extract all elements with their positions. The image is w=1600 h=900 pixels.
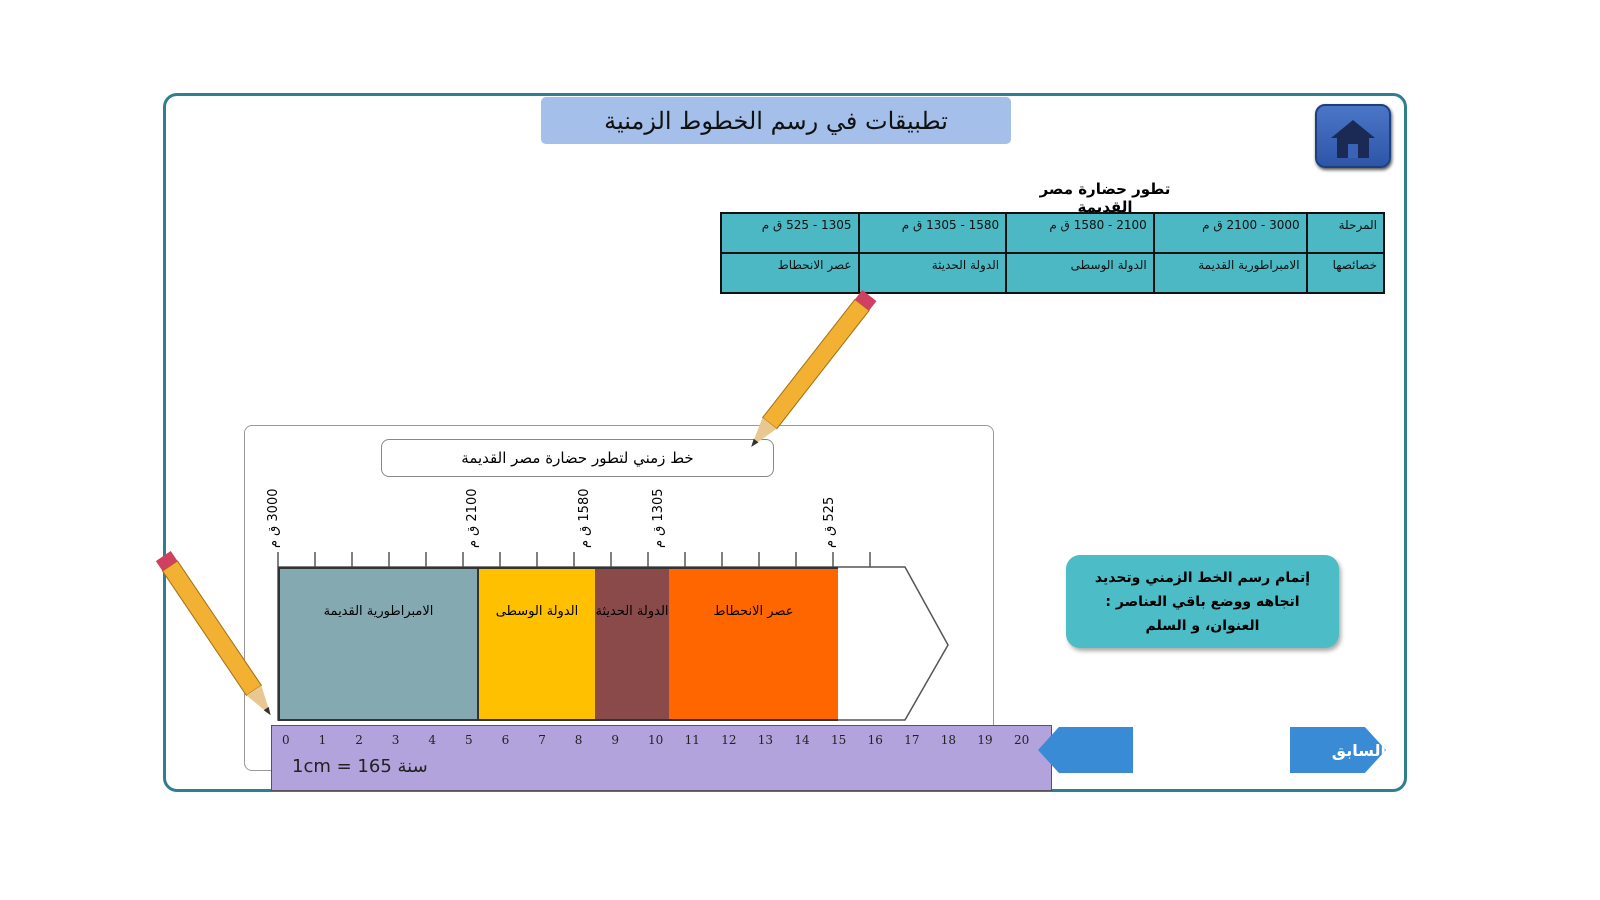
- ruler[interactable]: [271, 725, 1052, 791]
- instruction-note: إتمام رسم الخط الزمني وتحديد اتجاهه ووضع…: [1066, 555, 1339, 648]
- segment-old-kingdom: الامبراطورية القديمة: [278, 567, 477, 721]
- ruler-number: 18: [940, 733, 957, 747]
- ruler-number: 9: [611, 733, 620, 747]
- ruler-number: 8: [574, 733, 583, 747]
- scale-label: 1cm = 165 سنة: [292, 756, 428, 777]
- table-cell: الدولة الوسطى: [1005, 252, 1155, 294]
- previous-button[interactable]: السابق: [1290, 727, 1386, 773]
- ruler-number: 16: [867, 733, 883, 747]
- table-cell: 2100 - 1580 ق م: [1005, 212, 1155, 254]
- ruler-number: 14: [794, 733, 810, 747]
- ruler-number: 6: [501, 733, 510, 747]
- ruler-number: 5: [465, 733, 473, 747]
- ruler-number: 15: [831, 733, 847, 747]
- table-row: خصائصها الامبراطورية القديمة الدولة الوس…: [720, 252, 1386, 294]
- periods-table: المرحلة 3000 - 2100 ق م 2100 - 1580 ق م …: [720, 212, 1386, 294]
- ruler-number: 19: [977, 733, 993, 747]
- ruler-number: 20: [1014, 733, 1030, 747]
- home-button[interactable]: [1315, 104, 1391, 168]
- next-button[interactable]: [1038, 727, 1133, 773]
- table-cell: عصر الانحطاط: [720, 252, 860, 294]
- ruler-number: 0: [282, 733, 290, 747]
- table-cell: 3000 - 2100 ق م: [1152, 212, 1308, 254]
- page-title: تطبيقات في رسم الخطوط الزمنية: [541, 97, 1011, 144]
- table-cell: المرحلة: [1305, 212, 1386, 254]
- ruler-number: 11: [684, 733, 700, 747]
- ruler-number: 10: [648, 733, 664, 747]
- table-cell: 1580 - 1305 ق م: [857, 212, 1008, 254]
- ruler-number: 7: [538, 733, 546, 747]
- ruler-number: 1: [318, 733, 327, 747]
- home-icon: [1331, 120, 1375, 158]
- segment-decline: عصر الانحطاط: [669, 567, 838, 721]
- ruler-number: 17: [904, 733, 920, 747]
- segment-new-kingdom: الدولة الحديثة: [595, 567, 669, 721]
- table-caption: تطور حضارة مصر القديمة: [1039, 180, 1171, 216]
- timeline-title: خط زمني لتطور حضارة مصر القديمة: [381, 439, 774, 477]
- ruler-number: 13: [757, 733, 774, 747]
- ruler-number: 12: [721, 733, 737, 747]
- ruler-number: 2: [355, 733, 363, 747]
- table-cell: الدولة الحديثة: [857, 252, 1008, 294]
- table-cell: الامبراطورية القديمة: [1152, 252, 1308, 294]
- table-cell: خصائصها: [1305, 252, 1386, 294]
- ruler-number: 3: [391, 733, 400, 747]
- table-row: المرحلة 3000 - 2100 ق م 2100 - 1580 ق م …: [720, 212, 1386, 254]
- ruler-number: 4: [428, 733, 437, 747]
- segment-middle-kingdom: الدولة الوسطى: [477, 567, 595, 721]
- table-cell: 1305 - 525 ق م: [720, 212, 860, 254]
